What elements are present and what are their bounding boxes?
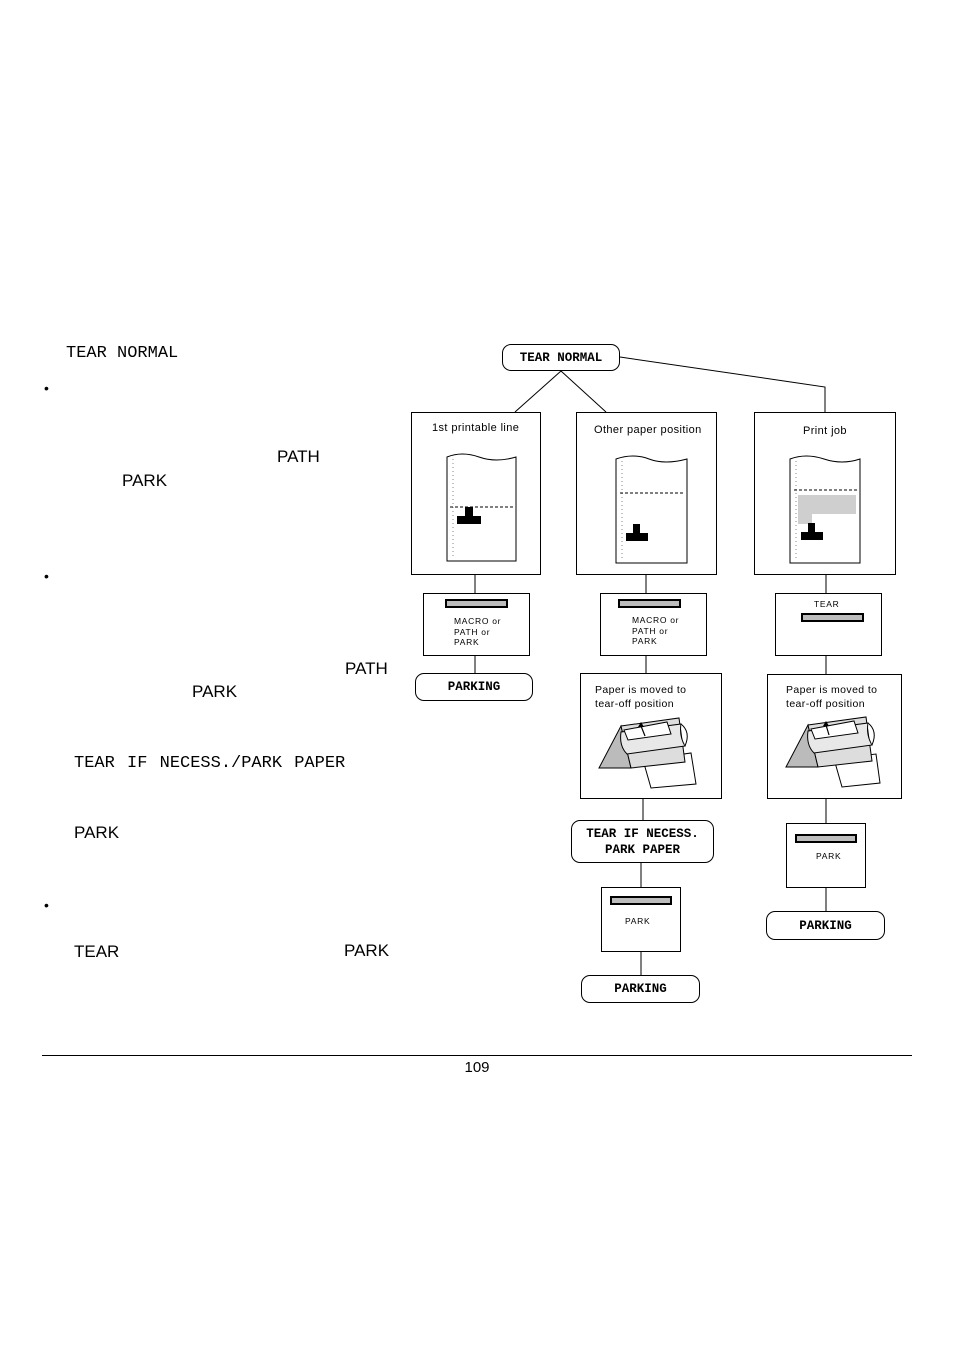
col3-moved-caption: Paper is moved to tear-off position	[786, 684, 878, 710]
root-mode-tear-normal: TEAR NORMAL	[502, 344, 620, 371]
col2-lcd-display-2	[610, 896, 672, 905]
col2-caption: Other paper position	[594, 424, 702, 436]
col1-paper-panel: 1st printable line	[411, 412, 541, 575]
path-key-label-2: PATH	[345, 659, 388, 678]
col1-result-parking: PARKING	[415, 673, 533, 701]
col2-park-key-label: PARK	[625, 916, 651, 926]
col3-tear-key-label: TEAR	[814, 599, 840, 609]
col3-printer-graphic	[785, 716, 881, 788]
col3-tear-off-panel: Paper is moved to tear-off position	[767, 674, 902, 799]
park-key-label-2: PARK	[192, 682, 238, 701]
col2-moved-caption: Paper is moved to tear-off position	[595, 684, 687, 710]
col1-lcd-display	[445, 599, 508, 608]
mode-title-tear-normal: TEAR NORMAL	[66, 344, 179, 363]
col2-keys-label: MACRO or PATH or PARK	[632, 615, 680, 646]
col2-result-parking: PARKING	[581, 975, 700, 1003]
footer-rule	[42, 1055, 912, 1056]
col3-caption: Print job	[803, 425, 847, 437]
page-number: 109	[464, 1059, 490, 1076]
col1-paper-graphic	[446, 453, 517, 562]
tear-key-label: TEAR	[74, 942, 120, 961]
park-key-label-3: PARK	[74, 823, 120, 842]
col1-key-panel: MACRO or PATH or PARK	[423, 593, 530, 656]
park-key-label-1: PARK	[122, 471, 168, 490]
col1-caption: 1st printable line	[432, 422, 520, 434]
col2-printer-graphic	[598, 717, 697, 789]
col3-paper-graphic	[789, 455, 861, 564]
col3-lcd-display-2	[795, 834, 857, 843]
mode-title-tear-if-necess: TEAR IF NECESS./PARK PAPER	[74, 754, 346, 773]
path-key-label-1: PATH	[277, 447, 320, 466]
col2-mode-tear-if-necess: TEAR IF NECESS. PARK PAPER	[571, 820, 714, 863]
col3-paper-panel: Print job	[754, 412, 896, 575]
col3-park-key-panel: PARK	[786, 823, 866, 888]
col2-tear-off-panel: Paper is moved to tear-off position	[580, 673, 722, 799]
col3-key-panel: TEAR	[775, 593, 882, 656]
col2-park-key-panel: PARK	[601, 887, 681, 952]
col2-paper-panel: Other paper position	[576, 412, 717, 575]
park-key-label-4: PARK	[344, 941, 390, 960]
col2-key-panel: MACRO or PATH or PARK	[600, 593, 707, 656]
col3-result-parking: PARKING	[766, 911, 885, 940]
col3-park-key-label: PARK	[816, 851, 842, 861]
bullet-1: •	[44, 380, 49, 396]
col1-keys-label: MACRO or PATH or PARK	[454, 616, 502, 647]
col3-lcd-display	[801, 613, 864, 622]
bullet-2: •	[44, 568, 49, 584]
bullet-3: •	[44, 897, 49, 913]
col2-paper-graphic	[615, 455, 688, 564]
col2-lcd-display	[618, 599, 681, 608]
